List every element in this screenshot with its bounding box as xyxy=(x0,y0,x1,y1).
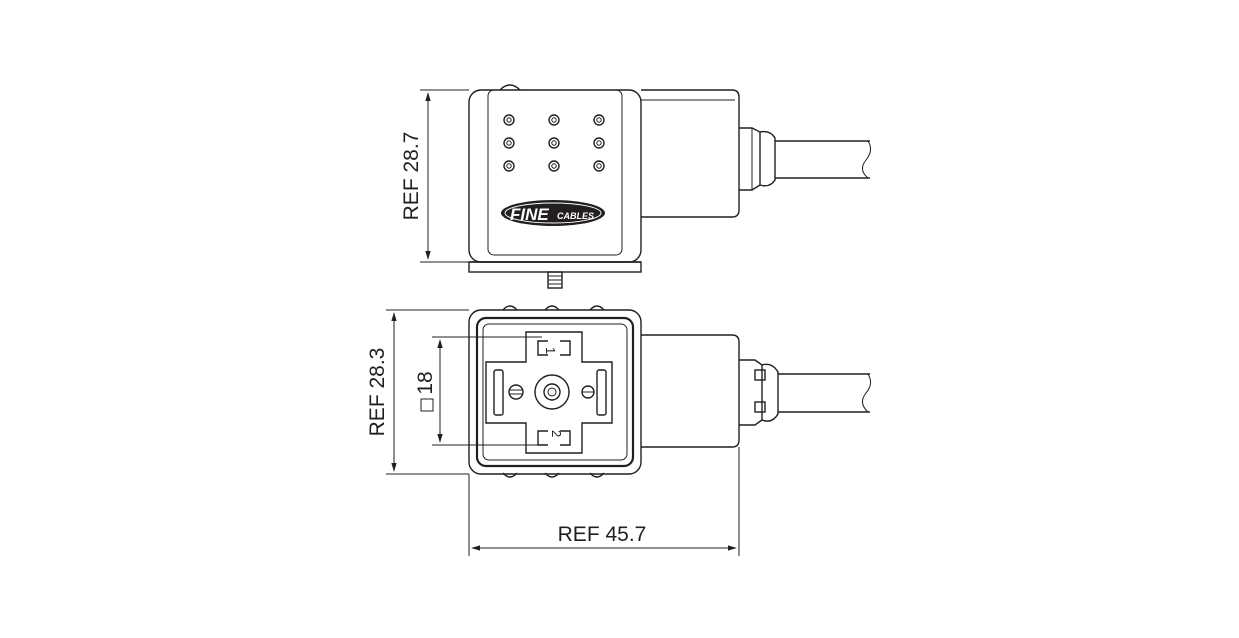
dimension-label-bottom-height: REF 28.3 xyxy=(366,348,389,437)
vent-holes xyxy=(503,114,605,172)
dimension-inner-square: 18 xyxy=(414,336,542,446)
pin-2-label: 2 xyxy=(549,430,564,437)
square-symbol-icon xyxy=(420,398,434,412)
dimension-label-inner-square: 18 xyxy=(414,371,437,394)
ground-screw-icon xyxy=(508,384,524,400)
bottom-screw xyxy=(547,271,563,289)
screw-icon xyxy=(581,385,595,399)
dimension-width: REF 45.7 xyxy=(468,447,740,556)
dimension-top-height: REF 28.7 xyxy=(400,89,469,263)
dimension-label-top-height: REF 28.7 xyxy=(400,132,423,221)
brand-logo: FINE CABLES xyxy=(501,200,605,226)
front-view: 1 2 xyxy=(468,305,872,478)
logo-main-text: FINE xyxy=(510,205,549,224)
pin-1-label: 1 xyxy=(543,347,558,354)
dimension-bottom-height: REF 28.3 xyxy=(366,309,469,475)
cross-insert xyxy=(485,331,613,454)
dimension-label-width: REF 45.7 xyxy=(558,523,647,546)
top-view: FINE CABLES xyxy=(468,84,872,289)
logo-sub-text: CABLES xyxy=(557,211,594,221)
center-screw xyxy=(534,374,570,410)
